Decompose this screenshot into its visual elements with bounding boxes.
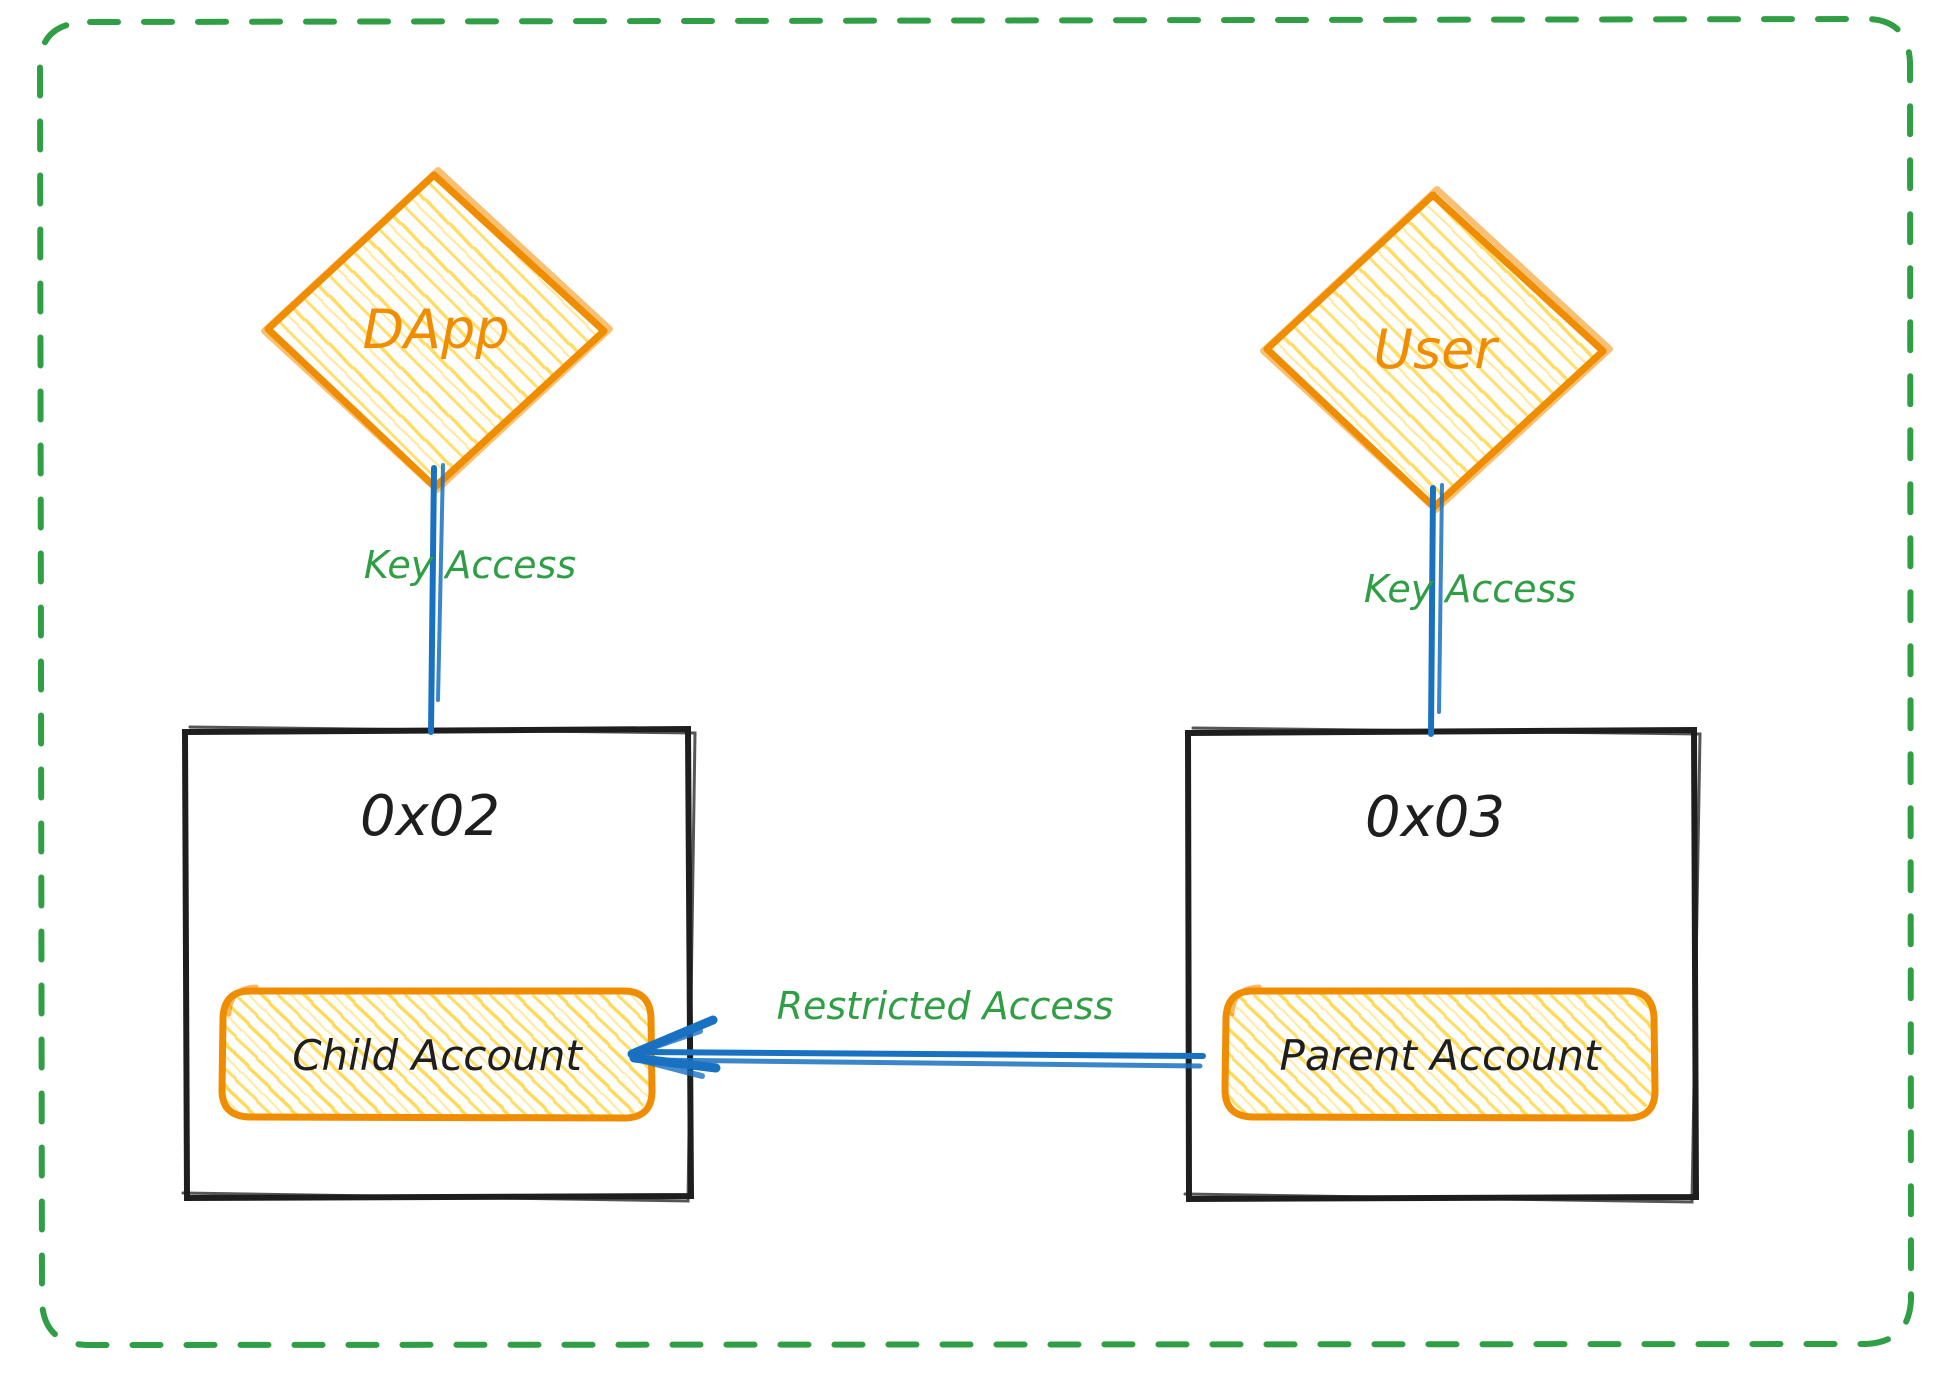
- edge-label-restricted-access: Restricted Access: [777, 984, 1114, 1028]
- node-user[interactable]: User: [1260, 186, 1613, 513]
- node-child-account-label: Child Account: [292, 1031, 583, 1080]
- node-account-0x02-label: 0x02: [360, 784, 500, 849]
- edge-label-key-access-left: Key Access: [364, 543, 576, 587]
- node-child-account[interactable]: Child Account: [218, 984, 656, 1122]
- node-account-0x03[interactable]: 0x03: [1183, 726, 1702, 1204]
- edge-user-to-0x03[interactable]: [1428, 483, 1444, 737]
- boundary-container: [37, 16, 1914, 1348]
- arrowhead-icon: [627, 1015, 721, 1079]
- node-dapp[interactable]: DApp: [261, 167, 613, 493]
- node-parent-account[interactable]: Parent Account: [1221, 984, 1659, 1122]
- node-account-0x02[interactable]: 0x02: [181, 725, 697, 1203]
- node-dapp-label: DApp: [362, 298, 509, 361]
- edge-label-key-access-right: Key Access: [1364, 567, 1576, 611]
- node-parent-account-label: Parent Account: [1280, 1031, 1602, 1080]
- node-account-0x03-label: 0x03: [1365, 785, 1505, 850]
- node-user-label: User: [1373, 318, 1499, 381]
- edge-parent-to-child[interactable]: [627, 1015, 1206, 1079]
- edge-dapp-to-0x02[interactable]: [428, 463, 445, 735]
